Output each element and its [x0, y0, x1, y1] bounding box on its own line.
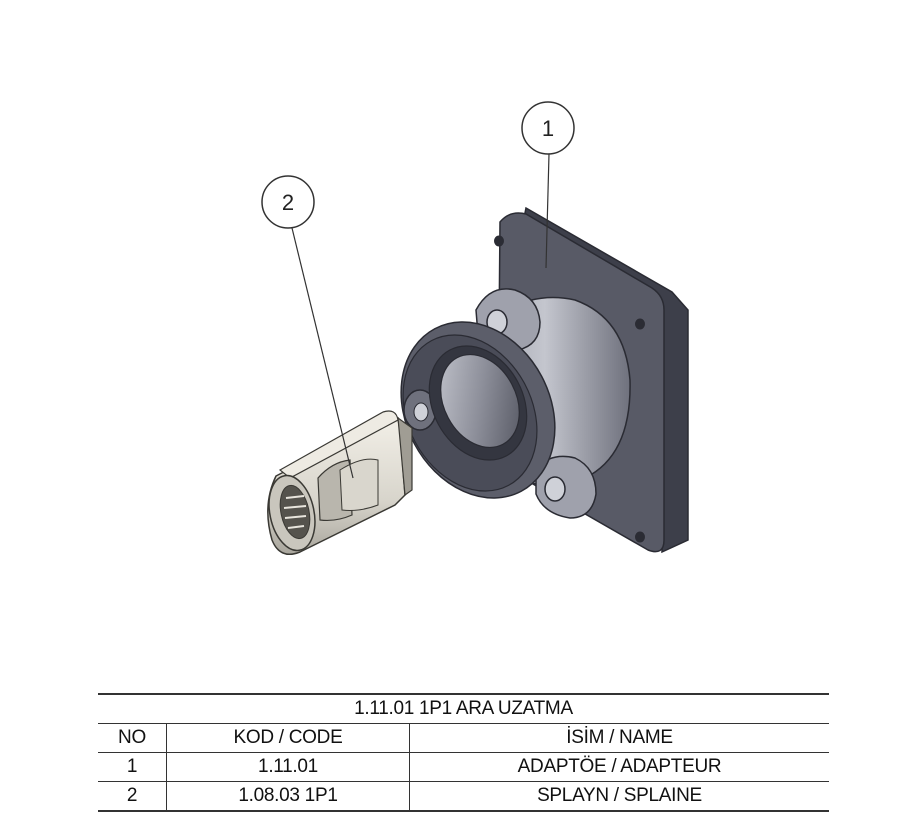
balloon-2: 2 [261, 175, 354, 479]
header-no: NO [98, 723, 167, 753]
spline-teeth [283, 495, 307, 529]
splayn-part [267, 410, 413, 555]
plate-hole-icon [635, 531, 645, 543]
row-no: 1 [98, 752, 167, 782]
table-row: 2 1.08.03 1P1 SPLAYN / SPLAINE [98, 781, 829, 812]
row-no: 2 [98, 781, 167, 812]
header-code: KOD / CODE [166, 723, 410, 753]
row-name: ADAPTÖE / ADAPTEUR [409, 752, 829, 782]
balloon-2-label: 2 [282, 190, 294, 215]
plate-hole-icon [635, 318, 645, 330]
table-row: 1 1.11.01 ADAPTÖE / ADAPTEUR [98, 752, 829, 782]
table-title-row: 1.11.01 1P1 ARA UZATMA [98, 693, 829, 724]
balloon-1: 1 [521, 101, 575, 269]
plate-hole-icon [494, 235, 504, 247]
row-code: 1.11.01 [166, 752, 410, 782]
assembly-drawing: 1 2 [261, 101, 689, 555]
leader-line-1 [545, 153, 550, 269]
balloon-1-label: 1 [542, 116, 554, 141]
row-name: SPLAYN / SPLAINE [409, 781, 829, 812]
header-name: İSİM / NAME [409, 723, 829, 753]
ear-hole-icon [413, 402, 429, 422]
row-code: 1.08.03 1P1 [166, 781, 410, 812]
ear-hole-icon [544, 476, 566, 502]
table-title: 1.11.01 1P1 ARA UZATMA [98, 693, 829, 724]
bore-hole [440, 353, 520, 449]
adapter-part [400, 206, 689, 554]
splayn-inner-bore [339, 458, 379, 511]
table-header-row: NO KOD / CODE İSİM / NAME [98, 723, 829, 753]
leader-line-2 [291, 227, 354, 479]
splayn-cut-edge [397, 416, 413, 497]
bill-of-materials-table: 1.11.01 1P1 ARA UZATMA NO KOD / CODE İSİ… [98, 693, 829, 812]
boss-ear-bottom [535, 455, 597, 519]
